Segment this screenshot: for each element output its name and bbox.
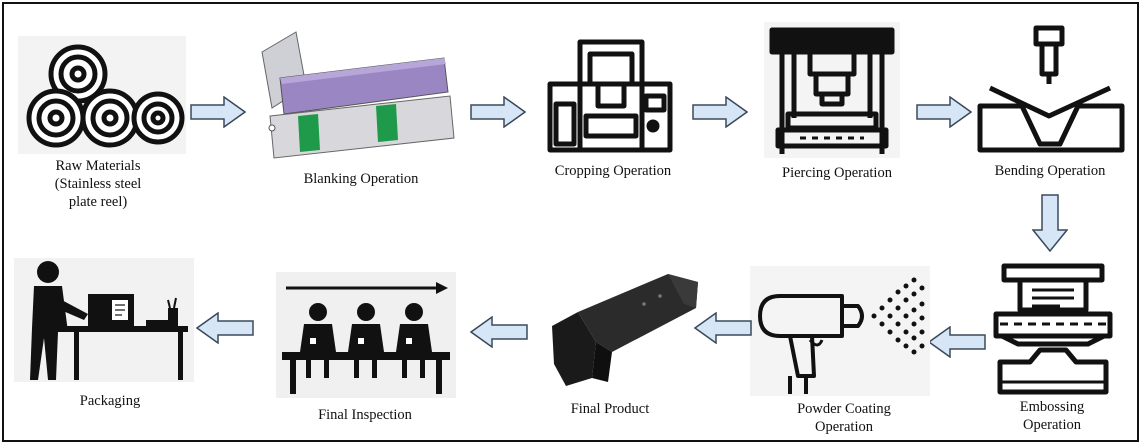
step-label-raw-materials: Raw Materials (Stainless steel plate ree… (54, 158, 142, 210)
packaging-worker-icon (14, 258, 194, 382)
cropping-press-icon (540, 30, 680, 156)
step-label-bending: Bending Operation (994, 163, 1106, 179)
flow-arrow-right (470, 96, 526, 128)
final-product-icon (548, 268, 704, 388)
flow-arrow-right (190, 96, 246, 128)
step-label-embossing: Embossing Operation (1019, 399, 1085, 433)
bending-die-icon (976, 22, 1126, 156)
step-label-final-inspection: Final Inspection (318, 407, 412, 423)
flow-arrow-right (916, 96, 972, 128)
blanking-machine-icon (258, 30, 458, 168)
step-label-packaging: Packaging (79, 393, 141, 409)
steel-reel-icon (18, 36, 186, 154)
flow-arrow-down (1032, 194, 1068, 252)
flow-arrow-left (196, 312, 254, 344)
spray-gun-icon (750, 266, 930, 396)
inspection-workers-icon (276, 272, 456, 398)
step-label-cropping: Cropping Operation (554, 163, 672, 179)
flow-arrow-left (928, 326, 986, 358)
flow-arrow-left (470, 316, 528, 348)
flow-arrow-right (692, 96, 748, 128)
step-label-blanking: Blanking Operation (303, 171, 419, 187)
embossing-press-icon (990, 262, 1116, 398)
piercing-press-icon (760, 18, 904, 162)
step-label-final-product: Final Product (570, 401, 650, 417)
step-label-powder-coating: Powder Coating Operation (797, 401, 891, 435)
flow-arrow-left (694, 312, 752, 344)
step-label-piercing: Piercing Operation (782, 165, 892, 181)
